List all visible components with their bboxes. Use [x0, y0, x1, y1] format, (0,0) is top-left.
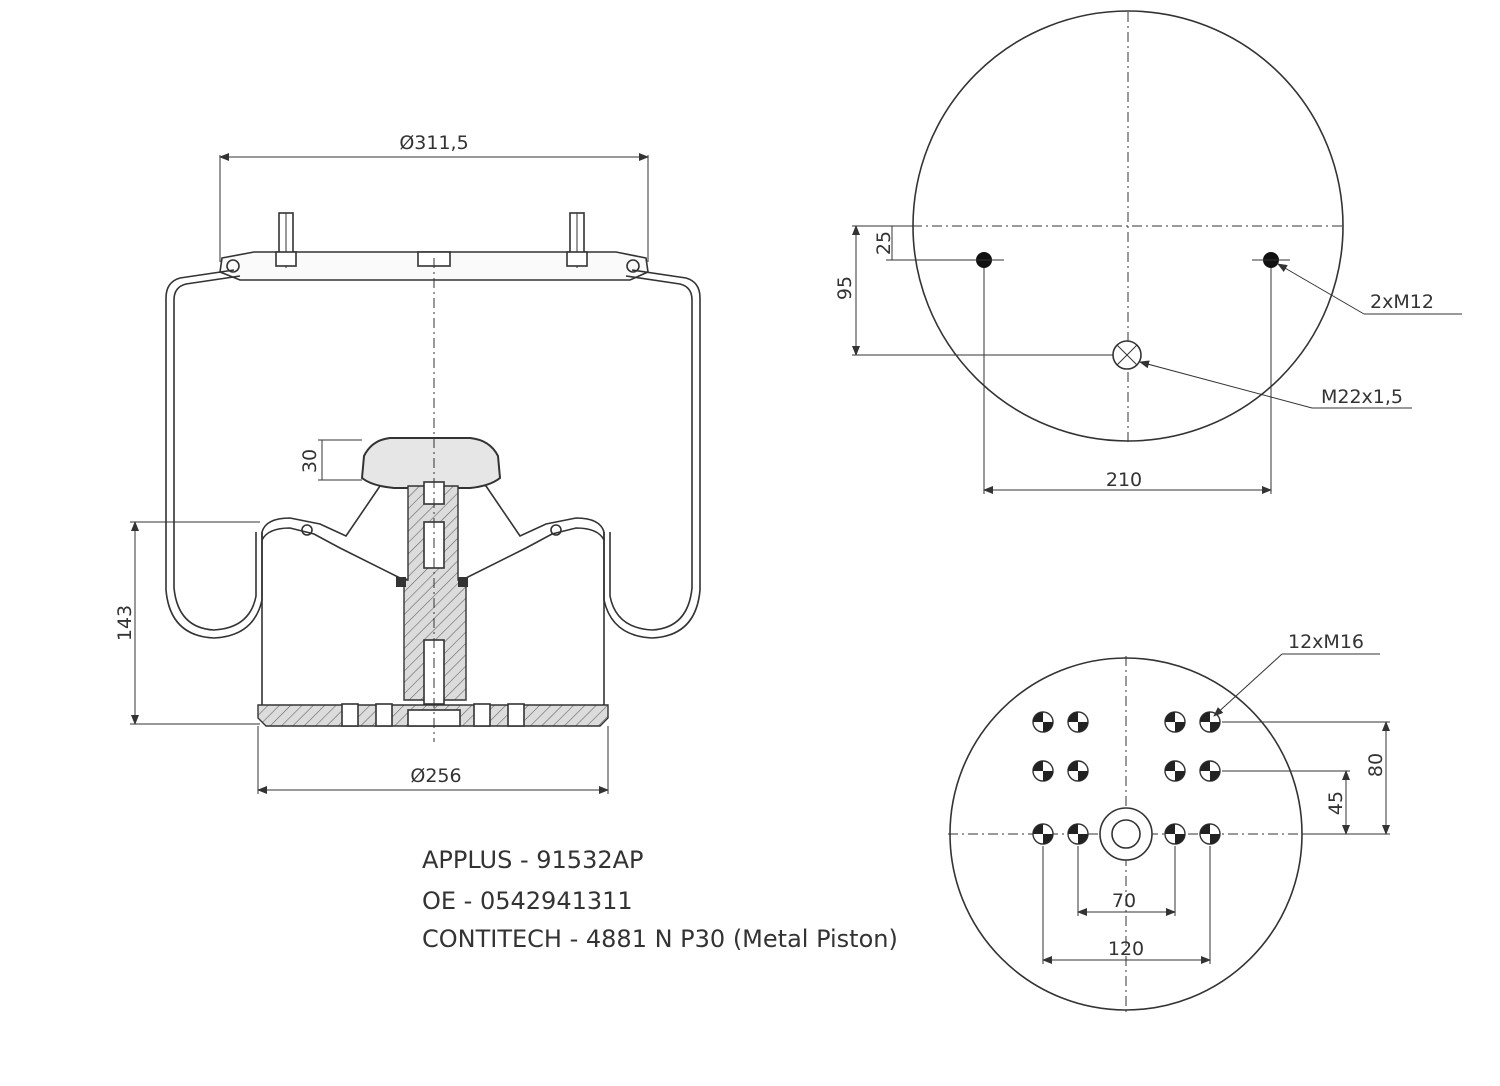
m16-hole-12	[1199, 823, 1221, 845]
center-boss-inner	[1111, 819, 1141, 849]
top-plate-crimp-left	[226, 259, 240, 273]
piston-walls	[261, 532, 605, 705]
m16-hole-9	[1032, 823, 1054, 845]
inlet-offset-label: 95	[834, 276, 856, 300]
post-seal-left	[396, 577, 406, 587]
m16-hole-7	[1164, 760, 1186, 782]
bottom-diameter-label: Ø256	[410, 765, 461, 787]
part-references: APPLUS - 91532AP OE - 0542941311 CONTITE…	[422, 846, 898, 953]
m16-hole-5	[1032, 760, 1054, 782]
base-bolt-hole-2	[375, 703, 393, 727]
piston-base-view: 12xM16 80 45 70 120	[948, 631, 1390, 1012]
m16-hole-pattern	[1032, 711, 1221, 845]
center-post	[403, 485, 467, 701]
top-diameter-label: Ø311,5	[399, 132, 468, 154]
row-spacing-large-label: 80	[1365, 753, 1387, 777]
piston-crimp-left	[301, 524, 313, 536]
top-plate-crimp-right	[626, 259, 640, 273]
inlet-callout-label: M22x1,5	[1321, 386, 1403, 408]
stud-left	[275, 212, 297, 268]
bellow-right-outer	[603, 269, 701, 639]
m16-hole-10	[1067, 823, 1089, 845]
bolt-callout-label: 2xM12	[1370, 291, 1434, 313]
m16-hole-1	[1032, 711, 1054, 733]
m16-hole-4	[1199, 711, 1221, 733]
height-label: 143	[114, 605, 136, 641]
bellow-left-inner	[173, 275, 257, 631]
bolt-leader	[1277, 263, 1365, 315]
top-plate-view: 25 95 210 2xM12 M22x1,5	[834, 10, 1462, 494]
post-seal-right	[458, 577, 468, 587]
holes-callout-label: 12xM16	[1288, 631, 1364, 653]
outer-spacing-label: 120	[1108, 938, 1144, 960]
inlet-leader	[1139, 360, 1313, 409]
base-bolt-hole-1	[341, 703, 359, 727]
bolt-offset-label: 25	[873, 231, 895, 255]
bellow-right-inner	[609, 275, 693, 631]
row-spacing-small-label: 45	[1325, 791, 1347, 815]
oe-reference: OE - 0542941311	[422, 887, 633, 915]
m16-hole-2	[1067, 711, 1089, 733]
m16-hole-11	[1164, 823, 1186, 845]
holes-leader	[1213, 653, 1283, 717]
applus-reference: APPLUS - 91532AP	[422, 846, 644, 874]
side-view: Ø311,5 30	[114, 132, 701, 794]
m16-hole-8	[1199, 760, 1221, 782]
bellow-left-outer	[165, 269, 263, 639]
bump-height-label: 30	[299, 449, 321, 473]
base-bolt-hole-3	[473, 703, 491, 727]
m16-hole-6	[1067, 760, 1089, 782]
base-bolt-hole-4	[507, 703, 525, 727]
bolt-spacing-label: 210	[1106, 469, 1142, 491]
contitech-reference: CONTITECH - 4881 N P30 (Metal Piston)	[422, 925, 898, 953]
stud-right	[566, 212, 588, 268]
piston-crimp-right	[550, 524, 562, 536]
m16-hole-3	[1164, 711, 1186, 733]
inner-spacing-label: 70	[1112, 890, 1136, 912]
bump-stop	[360, 437, 502, 489]
